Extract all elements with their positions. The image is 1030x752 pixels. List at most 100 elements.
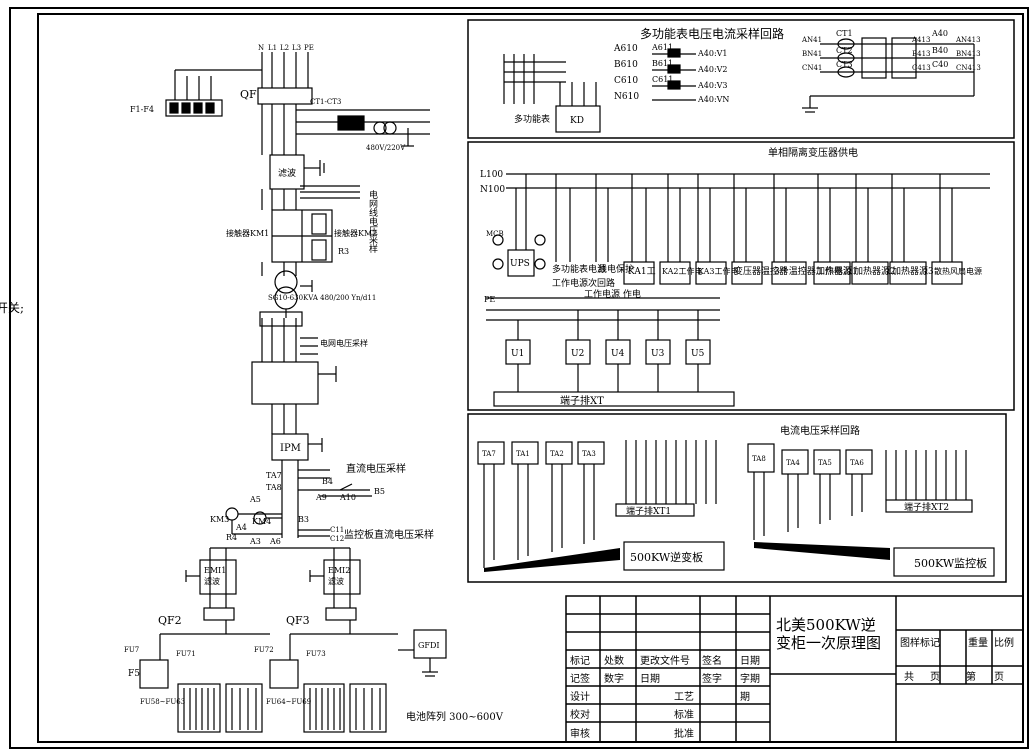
fu73-label: FU73	[306, 650, 326, 658]
title-row2-c4: 签字	[702, 672, 722, 685]
a6-label: A6	[269, 537, 281, 546]
gfdi-label: GFDI	[418, 641, 440, 650]
title-right-r2-c3: 第	[966, 670, 976, 683]
source-label-n: N	[258, 44, 264, 52]
source-label-l2: L2	[280, 44, 289, 52]
edge-text: 开关;	[0, 301, 24, 315]
title-row2-c5: 字期	[740, 672, 760, 685]
cv-terminal-left: 端子排XT1	[626, 505, 671, 517]
meter-line-b610: B610	[614, 60, 638, 70]
meter-left-an41: AN41	[801, 36, 822, 44]
meter-label: 多功能表	[514, 113, 550, 125]
ta7-label: TA7	[266, 471, 282, 480]
meter-mid-b611: B611	[652, 59, 673, 68]
aux-ka3: KA3工作电	[698, 266, 739, 276]
title-right-r1-c3: 比例	[994, 636, 1014, 649]
r3-label: R3	[338, 247, 349, 256]
meter-a413: A413	[911, 36, 930, 44]
meter-right-cn413: CN413	[956, 64, 981, 72]
cv-bus-wedge-right	[754, 542, 890, 560]
aux-n100: N100	[480, 185, 505, 195]
fuse-bank1-label: FU58~FU63	[140, 698, 185, 706]
title-row2-c1: 记签	[570, 672, 590, 685]
meter-ct1: CT1	[836, 29, 853, 38]
cv-ta5: TA5	[818, 459, 832, 467]
c12-label: C12	[330, 535, 344, 543]
contactor-km1-label: 接触器KM1	[226, 228, 269, 238]
fu72-label: FU72	[254, 646, 274, 654]
cv-ta1: TA1	[516, 450, 530, 458]
source-label-l3: L3	[292, 44, 301, 52]
inner-frame	[37, 13, 1024, 743]
cv-ta8: TA8	[752, 455, 766, 463]
aux-pe: PE	[484, 295, 495, 304]
aux-temp: 3个温控器工作电源	[774, 265, 852, 277]
title-block: 北美500KW逆变柜一次原理图 标记 处数 更改文件号 签名 日期 记签 数字 …	[565, 595, 1024, 743]
a5-label: A5	[249, 495, 261, 504]
aux-heater3: 加热器源3	[892, 265, 934, 277]
aux-u2: U2	[571, 349, 584, 359]
title-row3-c4: 期	[740, 691, 750, 703]
emi1-sub: 滤波	[204, 576, 220, 586]
meter-kd: KD	[570, 116, 584, 126]
cv-inverter-board: 500KW逆变板	[630, 550, 703, 564]
meter-right-an413: AN413	[955, 36, 981, 44]
ct-group-label: CT1-CT3	[310, 98, 341, 106]
meter-out-v1: A40:V1	[697, 49, 728, 58]
meter-ct3: CT3	[836, 60, 853, 69]
title-row3-c3: 工艺	[674, 691, 694, 703]
title-row5-c1: 审核	[570, 727, 590, 740]
meter-b413: B413	[912, 50, 931, 58]
a4-label: A4	[235, 523, 247, 532]
qf2-label: QF2	[158, 614, 182, 627]
meter-line-a610: A610	[613, 44, 638, 54]
title-right-r2-c2: 页	[930, 671, 940, 683]
meter-section-title: 多功能表电压电流采样回路	[640, 26, 784, 41]
title-row4-c1: 校对	[570, 708, 590, 721]
monitor-dc-label: 监控板直流电压采样	[344, 528, 434, 541]
title-row1-c1: 标记	[570, 655, 590, 667]
aux-protect: 线电保护	[598, 263, 634, 275]
meter-ct2: CT2	[836, 46, 853, 55]
emi1-label: EMI1	[204, 566, 226, 575]
title-row2-c3: 日期	[640, 673, 660, 685]
title-row4-c3: 标准	[674, 709, 694, 721]
title-row5-c3: 批准	[674, 727, 694, 740]
outer-frame	[9, 7, 1029, 749]
aux-section-title: 单相隔离变压器供电	[768, 146, 858, 159]
ipm-label: IPM	[280, 443, 301, 454]
title-row1-c4: 签名	[702, 654, 722, 667]
b3-label: B3	[298, 515, 309, 524]
cv-ta3: TA3	[582, 450, 596, 458]
main-chain-labels: N L1 L2 L3 PE F1-F4 QF CT1-CT3 480V/220V…	[124, 44, 504, 723]
emi2-label: EMI2	[328, 566, 350, 575]
title-right-r2-c1: 共	[904, 671, 914, 683]
aux-u1: U1	[511, 349, 524, 359]
fuse-group-label: F1-F4	[130, 105, 154, 114]
meter-out-v2: A40:V2	[697, 65, 728, 74]
meter-mid-c611: C611	[652, 75, 673, 84]
title-main: 北美500KW逆变柜一次原理图	[776, 616, 881, 652]
title-row1-c3: 更改文件号	[640, 654, 690, 667]
cv-monitor-board: 500KW监控板	[914, 556, 987, 570]
meter-line-n610: N610	[614, 92, 639, 102]
meter-right-c40: C40	[932, 60, 948, 69]
meter-out-vn: A40:VN	[697, 95, 729, 104]
aux-u5: U5	[691, 349, 705, 359]
meter-section: 多功能表电压电流采样回路	[467, 19, 1015, 139]
contactor-km2-label: 接触器KM2	[334, 228, 377, 238]
meter-mid-a611: A611	[651, 43, 673, 52]
aux-ups: UPS	[510, 259, 530, 269]
fu71-label: FU71	[176, 650, 196, 658]
aux-terminal: 端子排XT	[560, 394, 604, 407]
a9-label: A9	[315, 493, 327, 502]
aux-ka1: KA1工	[628, 267, 656, 277]
source-label-l1: L1	[268, 44, 277, 52]
title-right-r1-c2: 重量	[968, 636, 988, 649]
meter-right-b40: B40	[932, 46, 948, 55]
transformer-label: SG10-630KVA 480/200 Yn/d11	[268, 294, 376, 302]
aux-work-power: 工作电源 作电	[584, 288, 641, 300]
aux-supply-section: 单相隔离变压器供电	[467, 141, 1015, 411]
dc-sample-label: 直流电压采样	[346, 462, 406, 475]
aux-l100: L100	[480, 170, 503, 180]
